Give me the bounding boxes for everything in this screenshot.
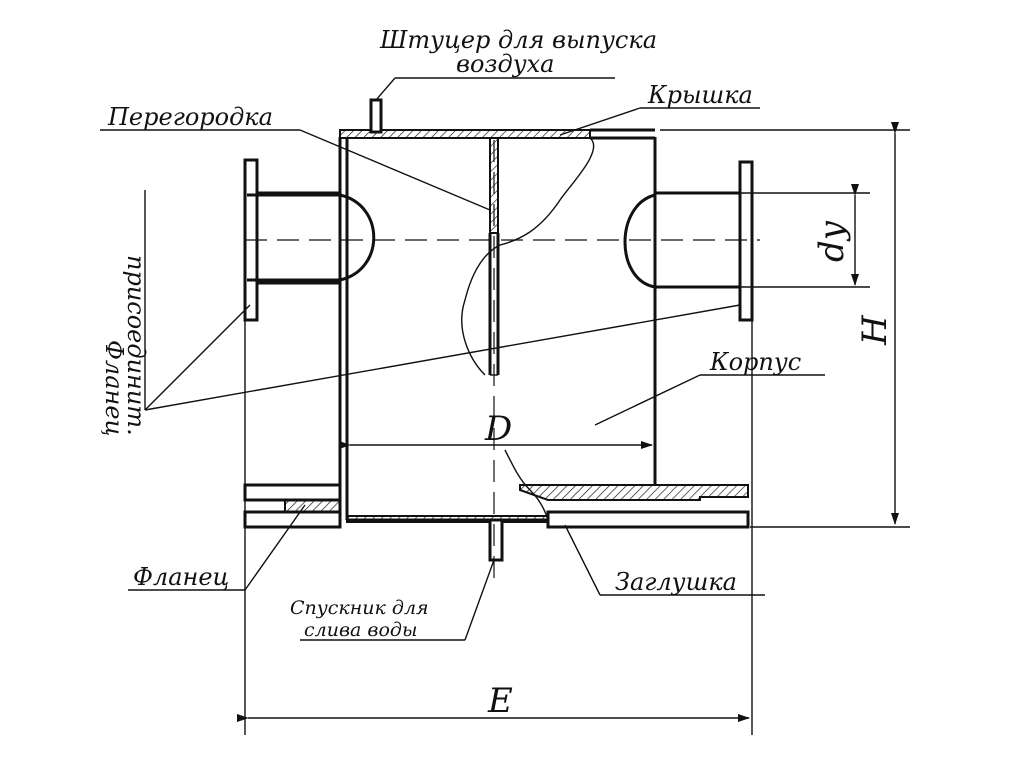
cover-plate <box>339 128 655 140</box>
label-drain-1: Спускник для <box>290 597 429 619</box>
label-air-fitting-2: воздуха <box>456 50 554 78</box>
air-vent-fitting <box>369 98 383 134</box>
label-body: Корпус <box>709 348 801 376</box>
dimension-h <box>660 122 910 528</box>
dim-label-e: E <box>487 681 513 721</box>
dimension-e <box>237 320 753 735</box>
dim-label-dy: dy <box>812 220 852 262</box>
leader-lines <box>100 77 825 641</box>
right-outlet-nozzle <box>623 160 754 322</box>
label-drain-2: слива воды <box>304 619 417 641</box>
label-flange: Фланец <box>133 563 229 591</box>
dim-label-d: D <box>484 409 512 449</box>
bottom-right-flange <box>519 484 750 529</box>
label-connecting-flange-2: присоединит. <box>122 255 150 436</box>
dimension-dy <box>660 184 870 288</box>
label-plug: Заглушка <box>615 568 737 596</box>
label-cover: Крышка <box>647 81 753 109</box>
drain-fitting <box>488 518 504 562</box>
label-air-fitting-1: Штуцер для выпуска <box>379 26 657 54</box>
dim-label-h: H <box>855 314 895 346</box>
bottom-plate <box>346 515 549 523</box>
bottom-left-flange <box>243 483 342 529</box>
label-partition: Перегородка <box>107 103 273 131</box>
label-connecting-flange-1: Фланец <box>100 340 128 436</box>
break-line-upper <box>461 137 595 376</box>
